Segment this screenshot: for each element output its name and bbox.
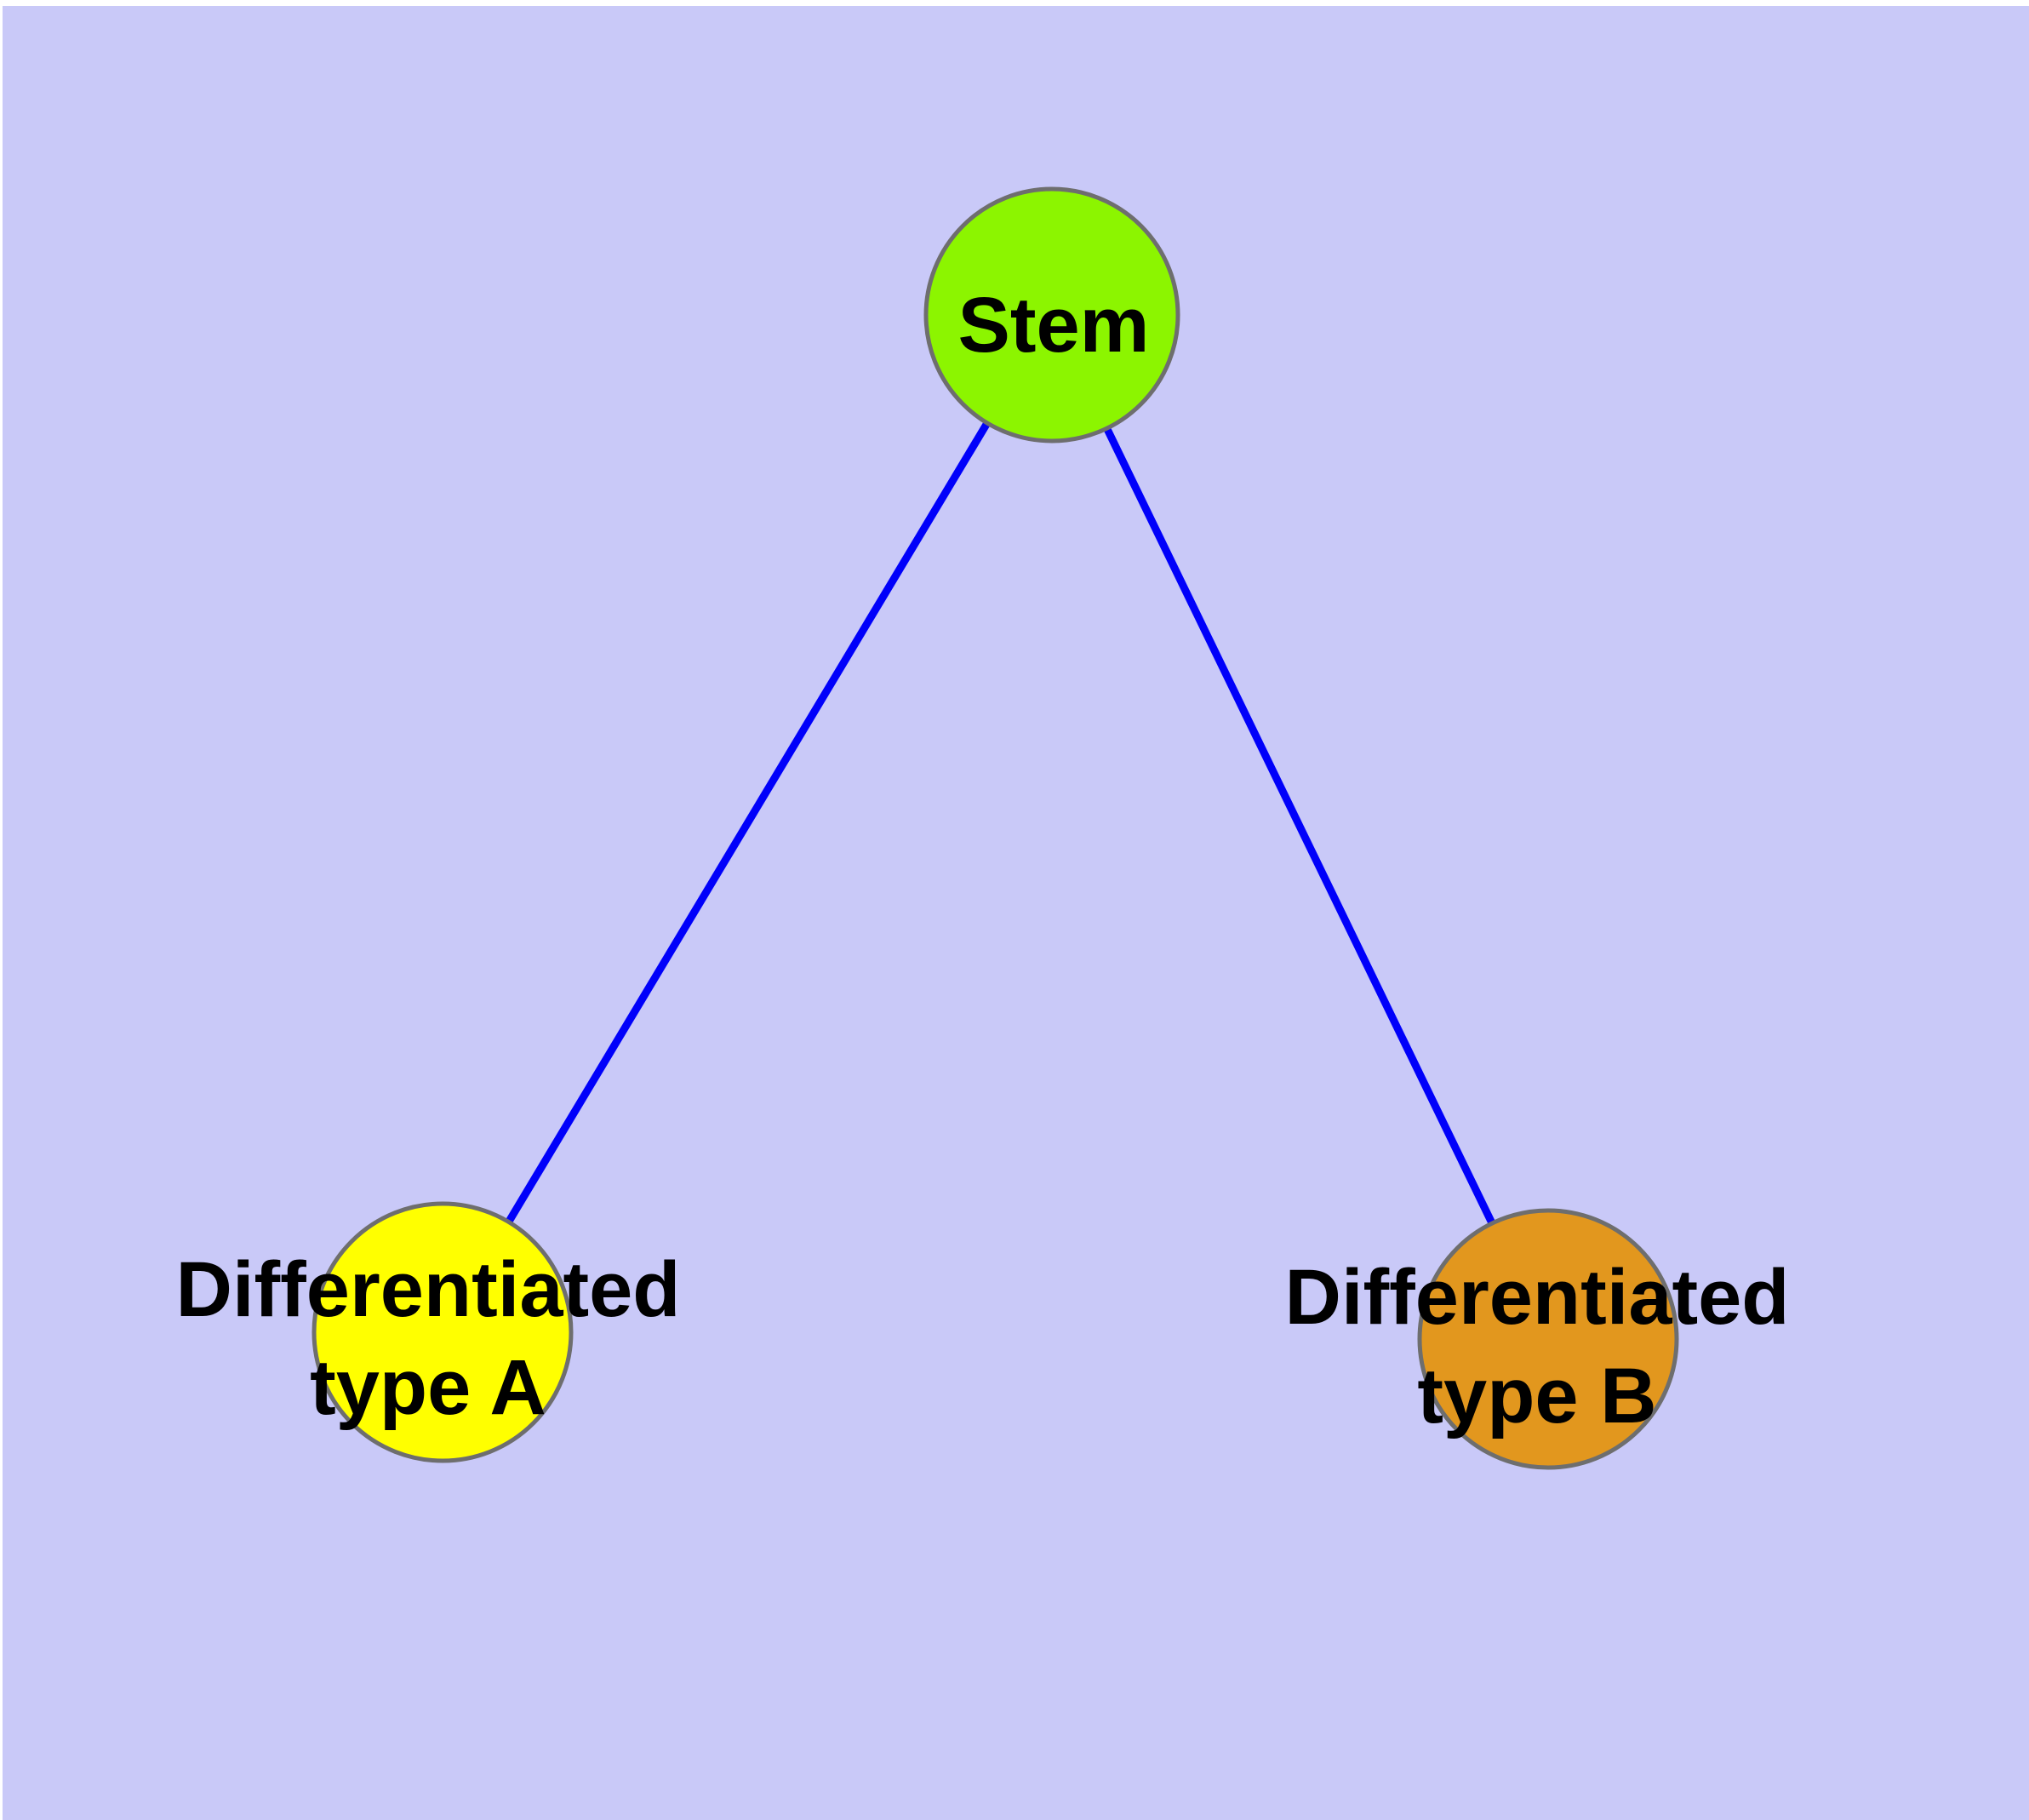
node-differentiated-type-a-label-line2: type A — [310, 1344, 546, 1431]
node-differentiated-type-b-circle — [1417, 1208, 1679, 1470]
node-differentiated-type-b-label-line1: Differentiated — [1285, 1254, 1790, 1341]
edge-stem-to-type-b — [1048, 313, 1552, 1341]
node-stem-circle — [923, 186, 1180, 444]
node-stem-label: Stem — [958, 282, 1150, 369]
node-differentiated-type-a-circle — [311, 1201, 574, 1463]
node-differentiated-type-a-label-line1: Differentiated — [176, 1246, 681, 1333]
edge-stem-to-type-a — [439, 312, 1055, 1335]
graph-canvas: Stem Differentiated type A Differentiate… — [3, 6, 2029, 1820]
node-differentiated-type-b-label-line2: type B — [1417, 1353, 1656, 1439]
